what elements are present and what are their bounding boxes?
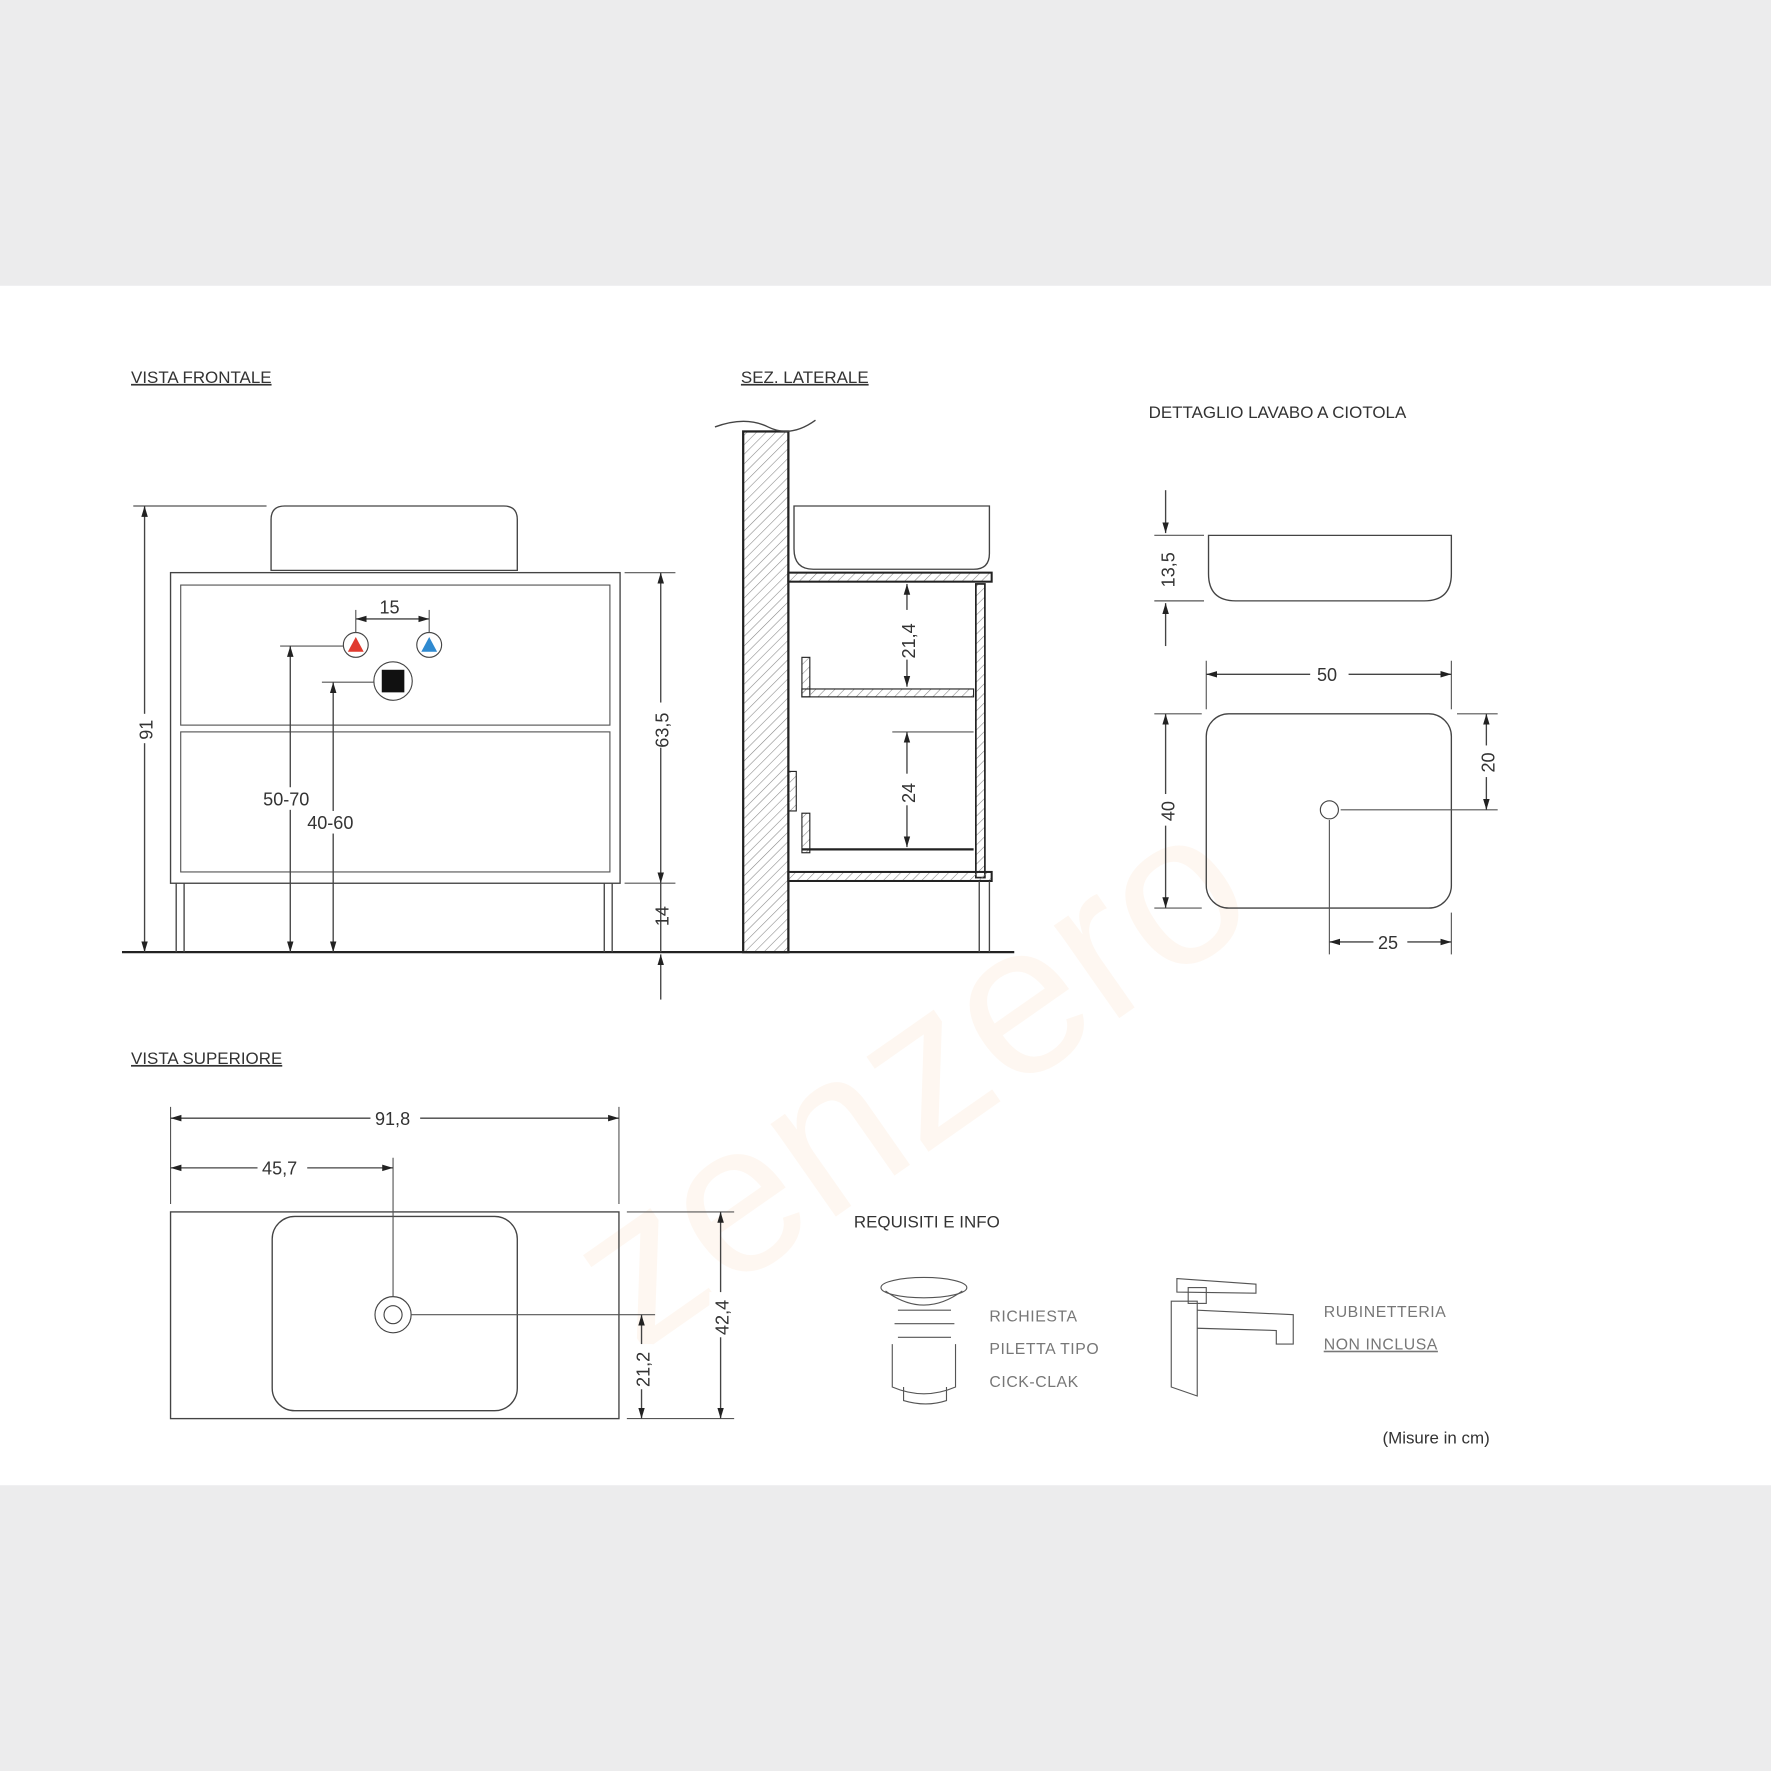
drawer-lower (180, 731, 611, 873)
basin-elevation (1207, 534, 1453, 602)
dim-cabinet-height: 63,5 (653, 713, 673, 748)
front-view: VISTA FRONTALE 15 50-70 40-60 91 63,5 (121, 368, 1015, 1000)
dim-legs: 14 (653, 906, 673, 926)
click-clack-drain-icon (880, 1276, 968, 1405)
drain-info-line: CICK-CLAK (989, 1374, 1078, 1391)
side-section: SEZ. LATERALE 21,4 24 (714, 368, 993, 954)
dim-hot-height: 50-70 (263, 789, 309, 809)
side-section-title: SEZ. LATERALE (741, 368, 869, 387)
dim-upper-drawer: 21,4 (899, 623, 919, 658)
drain-info-line: PILETTA TIPO (989, 1341, 1099, 1358)
basin-drain (1319, 800, 1339, 820)
tap-info-line: RUBINETTERIA (1324, 1304, 1447, 1321)
cabinet-front (169, 571, 621, 884)
dim-top-drain-depth: 21,2 (633, 1352, 653, 1387)
dim-total-height: 91 (136, 720, 156, 740)
top-view-title: VISTA SUPERIORE (131, 1049, 282, 1068)
dim-lower-drawer: 24 (899, 783, 919, 803)
top-basin (271, 1215, 518, 1412)
requirements-info: REQUISITI E INFO RICHIESTA PILETTA TIPO … (854, 1213, 1490, 1448)
wall-section (742, 430, 790, 954)
sheet (0, 285, 1771, 1486)
tap-info-line: NON INCLUSA (1324, 1337, 1438, 1354)
dim-basin-drain-offset: 25 (1378, 933, 1398, 953)
drain-info-line: RICHIESTA (989, 1308, 1077, 1325)
dim-top-width: 91,8 (375, 1109, 410, 1129)
basin-detail-title: DETTAGLIO LAVABO A CIOTOLA (1149, 403, 1407, 422)
front-view-title: VISTA FRONTALE (131, 368, 272, 387)
dim-basin-depth: 40 (1159, 801, 1179, 821)
top-view: VISTA SUPERIORE 91,8 45,7 21,2 42,4 (131, 1049, 735, 1420)
units-note: (Misure in cm) (1382, 1428, 1489, 1447)
dim-tap-spacing: 15 (380, 597, 400, 617)
basin-side (793, 505, 991, 570)
dim-basin-drain-depth: 20 (1478, 752, 1498, 772)
basin-detail: DETTAGLIO LAVABO A CIOTOLA 13,5 50 40 20… (1149, 403, 1498, 955)
dim-drain-height: 40-60 (307, 813, 353, 833)
faucet-icon (1170, 1277, 1294, 1397)
dim-top-depth: 42,4 (713, 1300, 733, 1335)
dim-top-center: 45,7 (262, 1159, 297, 1179)
drawer-upper (180, 584, 611, 726)
info-title: REQUISITI E INFO (854, 1213, 1000, 1232)
dim-basin-width: 50 (1317, 665, 1337, 685)
dim-basin-height: 13,5 (1159, 552, 1179, 587)
basin-front (270, 505, 518, 572)
